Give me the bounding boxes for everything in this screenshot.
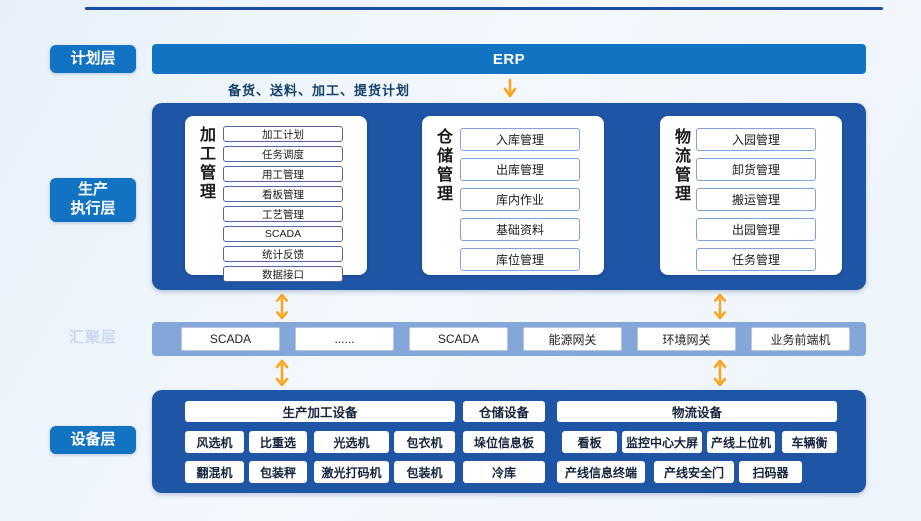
device-optical-selector: 光选机 [314,431,389,453]
device-header-production: 生产加工设备 [185,401,455,422]
item-kanban-mgmt: 看板管理 [223,186,343,202]
item-labor-mgmt: 用工管理 [223,166,343,182]
erp-caption: 备货、送料、加工、提货计划 [228,83,411,98]
device-header-logistics: 物流设备 [557,401,837,422]
item-unloading-mgmt: 卸货管理 [696,158,816,181]
gateway-environment: 环境网关 [637,327,736,351]
device-laser-coder: 激光打码机 [314,461,389,483]
item-park-exit-mgmt: 出园管理 [696,218,816,241]
layer-label-aggregate-text: 汇聚层 [68,329,117,346]
warehouse-items: 入库管理 出库管理 库内作业 基础资料 库位管理 [460,128,580,278]
device-vehicle-scale: 车辆衡 [782,431,837,453]
item-inbound-mgmt: 入库管理 [460,128,580,151]
item-task-dispatch: 任务调度 [223,146,343,162]
item-data-interface: 数据接口 [223,266,343,282]
device-stack-info-board: 垛位信息板 [463,431,545,453]
card-processing-title: 加工管理 [197,126,214,202]
device-line-safety-door: 产线安全门 [654,461,734,483]
device-barcode-scanner: 扫码器 [739,461,802,483]
item-basic-data: 基础资料 [460,218,580,241]
device-gravity-selector: 比重选 [249,431,307,453]
item-scada: SCADA [223,226,343,242]
item-process-mgmt: 工艺管理 [223,206,343,222]
device-mixer: 翻混机 [185,461,244,483]
item-stats-feedback: 统计反馈 [223,246,343,262]
card-logistics-title: 物流管理 [672,128,689,204]
logistics-items: 入园管理 卸货管理 搬运管理 出园管理 任务管理 [696,128,816,278]
layer-label-plan-text: 计划层 [70,49,116,67]
layer-label-execution: 生产 执行层 [50,178,136,222]
erp-title: ERP [492,50,526,68]
double-arrow-icon [275,359,289,387]
gateway-bar: SCADA ...... SCADA 能源网关 环境网关 业务前端机 [152,322,866,356]
gateway-scada-1: SCADA [181,327,280,351]
gateway-ellipsis: ...... [295,327,394,351]
double-arrow-icon [275,293,289,320]
device-line-info-terminal: 产线信息终端 [557,461,645,483]
gateway-frontend: 业务前端机 [751,327,850,351]
device-coating-machine: 包衣机 [394,431,455,453]
device-monitor-screen: 监控中心大屏 [622,431,702,453]
double-arrow-icon [713,293,727,320]
device-line-host: 产线上位机 [707,431,775,453]
erp-bar: ERP [152,44,866,74]
device-packing-scale: 包装秤 [249,461,307,483]
item-outbound-mgmt: 出库管理 [460,158,580,181]
layer-label-aggregate: 汇聚层 [50,326,136,347]
double-arrow-icon [713,359,727,387]
device-packing-machine: 包装机 [394,461,455,483]
card-warehouse-title: 仓储管理 [434,128,451,204]
item-handling-mgmt: 搬运管理 [696,188,816,211]
down-arrow-icon [503,78,517,98]
layer-label-execution-text: 生产 执行层 [70,181,116,217]
item-task-mgmt: 任务管理 [696,248,816,271]
card-processing-mgmt: 加工管理 加工计划 任务调度 用工管理 看板管理 工艺管理 SCADA 统计反馈… [185,116,367,282]
processing-items: 加工计划 任务调度 用工管理 看板管理 工艺管理 SCADA 统计反馈 数据接口 [223,126,343,286]
device-cold-storage: 冷库 [463,461,545,483]
card-warehouse-mgmt: 仓储管理 入库管理 出库管理 库内作业 基础资料 库位管理 [422,116,604,275]
device-header-warehouse: 仓储设备 [463,401,545,422]
device-air-separator: 风选机 [185,431,244,453]
item-inhouse-ops: 库内作业 [460,188,580,211]
item-processing-plan: 加工计划 [223,126,343,142]
item-slot-mgmt: 库位管理 [460,248,580,271]
gateway-energy: 能源网关 [523,327,622,351]
top-divider-line [85,7,883,10]
device-kanban: 看板 [562,431,617,453]
layer-label-plan: 计划层 [50,45,136,73]
device-layer-box: 生产加工设备 仓储设备 物流设备 风选机 比重选 光选机 包衣机 垛位信息板 看… [152,390,866,493]
layer-label-device-text: 设备层 [70,430,116,448]
execution-layer-box: 加工管理 加工计划 任务调度 用工管理 看板管理 工艺管理 SCADA 统计反馈… [152,103,866,290]
layer-label-device: 设备层 [50,426,136,454]
item-park-entry-mgmt: 入园管理 [696,128,816,151]
card-logistics-mgmt: 物流管理 入园管理 卸货管理 搬运管理 出园管理 任务管理 [660,116,842,275]
gateway-scada-2: SCADA [409,327,508,351]
